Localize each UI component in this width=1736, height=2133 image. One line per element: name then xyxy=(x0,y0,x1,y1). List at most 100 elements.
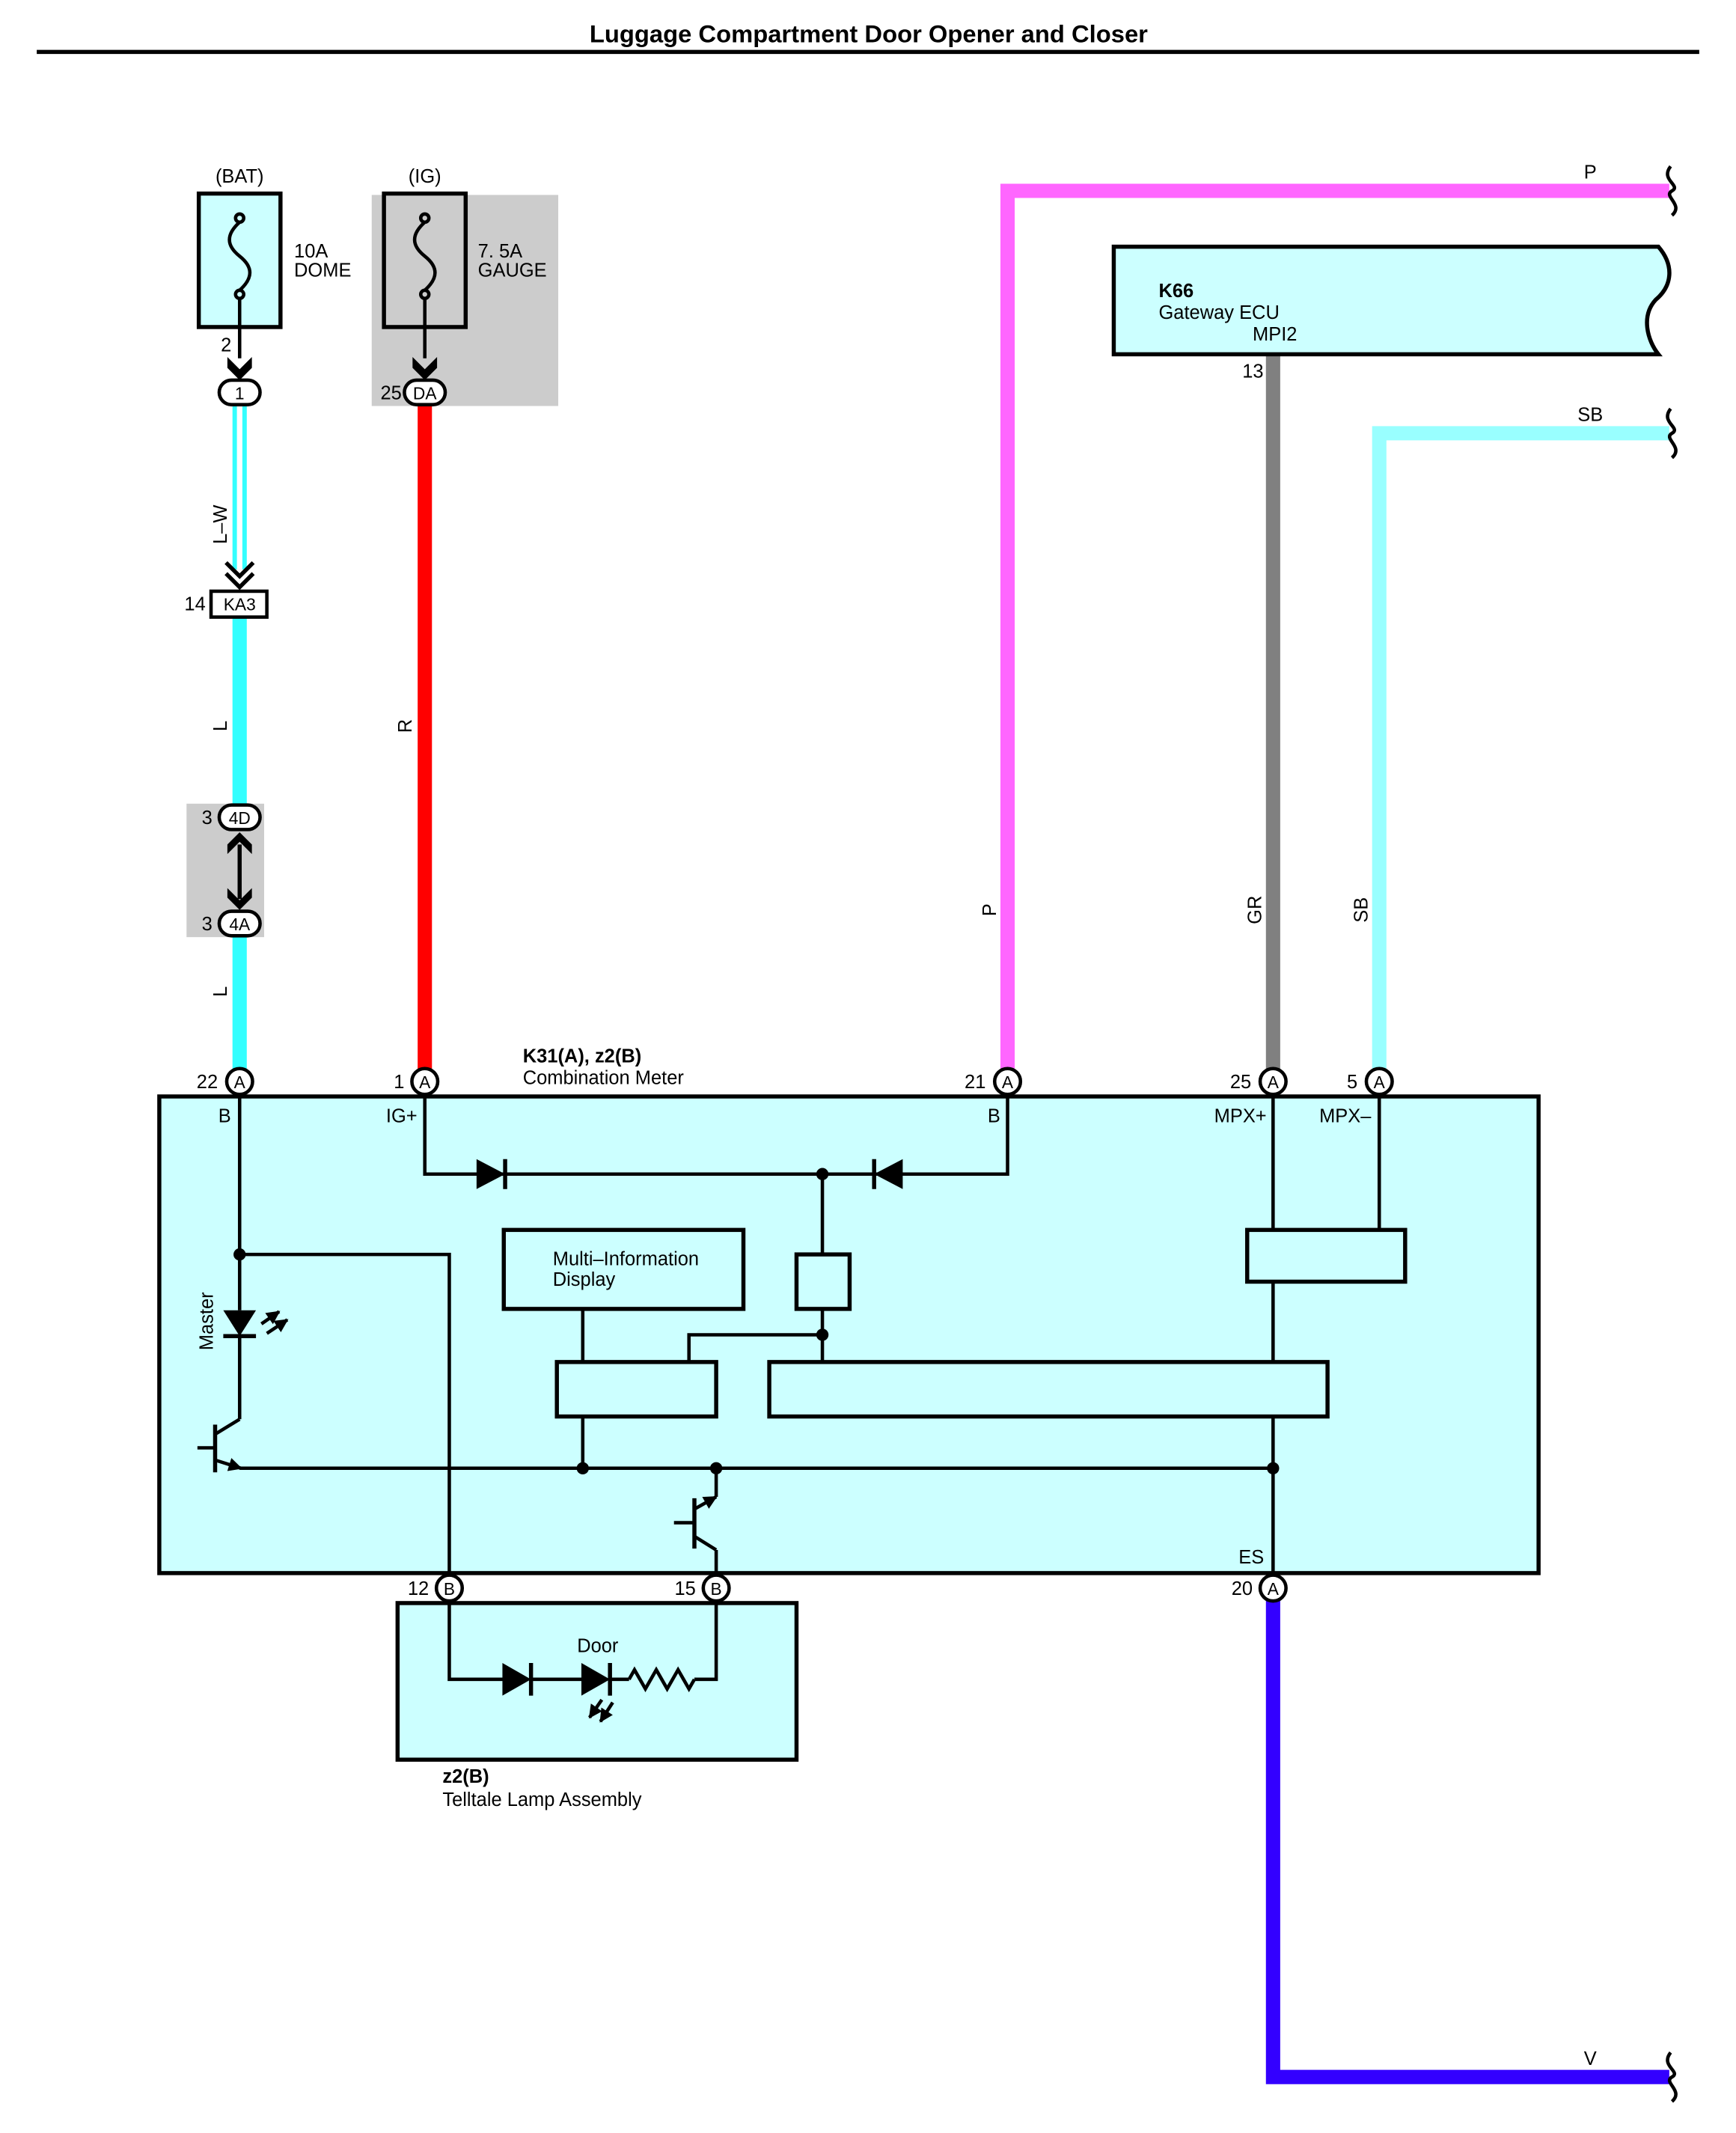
wire-color-label: R xyxy=(395,719,416,733)
pin-number: 20 xyxy=(1232,1578,1253,1599)
dome-fuse: (BAT) 10A DOME xyxy=(196,166,351,358)
wire-continuation-label: P xyxy=(1584,162,1597,183)
mpx-interface-block xyxy=(1245,1227,1408,1284)
combination-meter-box xyxy=(157,1094,1541,1575)
connector-pin: 25 xyxy=(380,382,401,403)
telltale-lamp-code: z2(B) xyxy=(442,1766,489,1787)
connector-pin: 3 xyxy=(202,808,213,829)
display-label: Display xyxy=(553,1269,616,1290)
wire-v xyxy=(1265,1600,1669,2084)
terminal-label: B xyxy=(218,1106,231,1127)
display-label: Multi–Information xyxy=(553,1249,699,1270)
transistor-icon xyxy=(197,1418,242,1473)
gauge-fuse-name: GAUGE xyxy=(478,260,547,281)
led-icon xyxy=(223,1310,289,1339)
connector-id: 4D xyxy=(229,808,251,828)
diode-icon xyxy=(872,1159,903,1189)
master-lamp-label: Master xyxy=(197,1292,218,1350)
junction-dot xyxy=(709,1462,723,1474)
wire-color-label: P xyxy=(979,903,1000,916)
regulator-block xyxy=(794,1252,852,1311)
junction-dot xyxy=(1267,1462,1280,1474)
double-chevron-icon xyxy=(224,561,255,591)
diode-icon xyxy=(476,1159,507,1189)
door-lamp-label: Door xyxy=(577,1635,619,1656)
meter-pin-1: 1 A xyxy=(394,1066,440,1096)
dome-fuse-name: DOME xyxy=(294,260,351,281)
pin-connector: A xyxy=(1374,1072,1386,1092)
internal-line xyxy=(447,1602,504,1682)
connector-pin: 3 xyxy=(202,914,213,935)
gauge-fuse-source: (IG) xyxy=(409,166,441,187)
wire-continuation-label: SB xyxy=(1577,405,1603,426)
multi-information-display xyxy=(501,1227,746,1311)
pin-connector: A xyxy=(419,1072,431,1092)
connector-ka3 xyxy=(209,589,269,619)
telltale-lamp-assembly: Door z2(B) Telltale Lamp Assembly xyxy=(395,1601,799,1810)
meter-pin-5: 5 A xyxy=(1347,1066,1394,1096)
arrow-down-icon xyxy=(412,356,438,380)
junction-dot xyxy=(233,1248,246,1261)
combination-meter-code: K31(A), z2(B) xyxy=(523,1046,641,1067)
cpu-block xyxy=(767,1360,1330,1419)
connector-id: KA3 xyxy=(224,594,256,614)
pin-connector: A xyxy=(1002,1072,1014,1092)
pin-number: 1 xyxy=(394,1072,404,1093)
meter-pin-21: 21 A xyxy=(965,1066,1023,1096)
meter-pin-15: 15 B xyxy=(674,1573,731,1603)
wire-p xyxy=(1000,183,1669,1071)
gateway-ecu-code: K66 xyxy=(1158,281,1194,302)
pin-number: 5 xyxy=(1347,1072,1357,1093)
wire-color-label: GR xyxy=(1245,896,1266,924)
combination-meter-name: Combination Meter xyxy=(523,1068,685,1089)
connector-4d xyxy=(217,803,262,831)
junction-dot xyxy=(576,1462,589,1474)
wire-break-icon xyxy=(1666,165,1678,217)
terminal-label: IG+ xyxy=(386,1106,418,1127)
gauge-fuse: (IG) 7. 5A GAUGE xyxy=(371,166,559,406)
double-arrow-icon xyxy=(227,832,252,910)
terminal-label: MPX– xyxy=(1319,1106,1372,1127)
gateway-ecu-terminal: MPI2 xyxy=(1253,324,1297,345)
meter-pin-22: 22 A xyxy=(197,1066,254,1096)
dome-fuse-rating: 10A xyxy=(294,241,328,262)
wire-color-label: SB xyxy=(1351,897,1372,923)
transistor-icon xyxy=(673,1495,718,1551)
pin-number: 25 xyxy=(1230,1072,1251,1093)
telltale-lamp-name: Telltale Lamp Assembly xyxy=(442,1789,641,1810)
pin-connector: B xyxy=(444,1579,455,1599)
internal-line xyxy=(687,1333,823,1362)
pin-number: 22 xyxy=(197,1072,218,1093)
connector-id: DA xyxy=(413,383,437,403)
resistor-icon xyxy=(627,1666,696,1693)
wire-color-label: L–W xyxy=(210,505,231,544)
wire-color-label: L xyxy=(210,986,231,997)
arrow-down-icon xyxy=(227,356,252,380)
gateway-ecu: K66 Gateway ECU MPI2 13 xyxy=(1111,244,1672,382)
terminal-label: ES xyxy=(1238,1547,1264,1568)
pin-connector: A xyxy=(1268,1072,1280,1092)
display-driver-block xyxy=(554,1360,718,1419)
terminal-label: MPX+ xyxy=(1214,1106,1267,1127)
pin-number: 15 xyxy=(674,1578,695,1599)
dome-fuse-source: (BAT) xyxy=(216,166,264,187)
connector-id: 1 xyxy=(235,383,245,403)
wire-continuation-label: V xyxy=(1584,2048,1597,2069)
wire-break-icon xyxy=(1666,2051,1678,2103)
combination-meter: K31(A), z2(B) Combination Meter B IG+ B … xyxy=(157,1046,1541,1575)
pin-number: 21 xyxy=(965,1072,985,1093)
junction-dot xyxy=(816,1328,829,1341)
wire-color-label: L xyxy=(210,721,231,731)
pin-connector: A xyxy=(1268,1579,1280,1599)
internal-line xyxy=(694,1602,718,1682)
connector-1 xyxy=(217,378,262,406)
connector-pin: 2 xyxy=(221,335,231,356)
gateway-ecu-name: Gateway ECU xyxy=(1158,302,1279,323)
junction-dot xyxy=(816,1168,829,1180)
connector-id: 4A xyxy=(229,915,251,934)
gauge-fuse-rating: 7. 5A xyxy=(478,241,522,262)
connector-pin: 14 xyxy=(184,593,205,614)
wire-sb xyxy=(1372,426,1669,1071)
connector-4a xyxy=(217,909,262,938)
